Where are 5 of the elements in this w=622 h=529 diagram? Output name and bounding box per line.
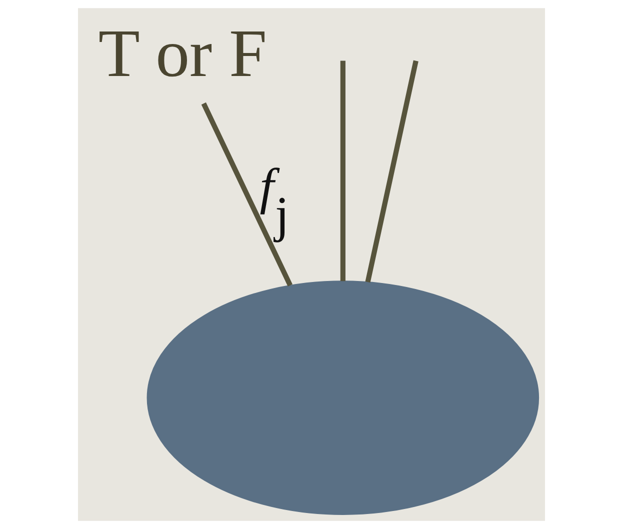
node-ellipse (146, 280, 539, 515)
connector (340, 60, 345, 282)
connector (200, 102, 292, 286)
connector (364, 60, 418, 283)
node-text: T or F (98, 15, 266, 91)
